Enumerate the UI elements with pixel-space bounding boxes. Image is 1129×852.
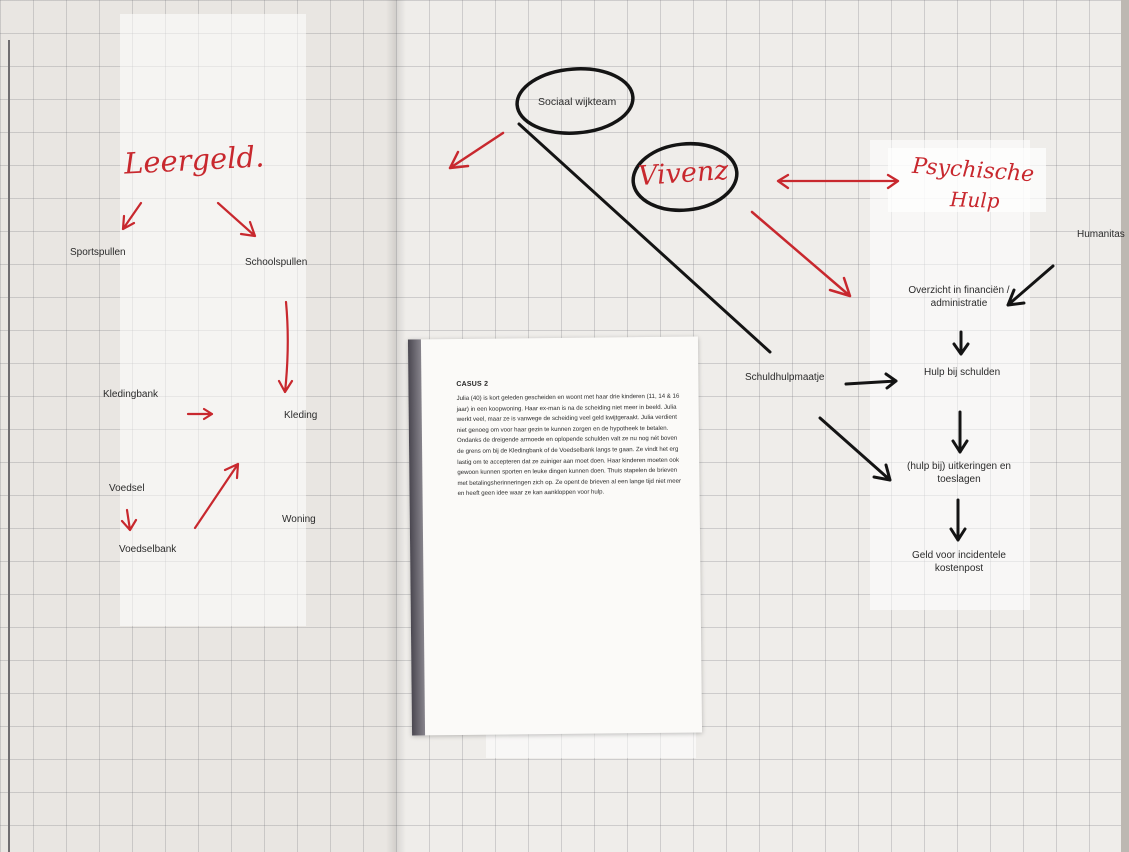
- voedsel-label: Voedsel: [109, 483, 145, 494]
- flow-overzicht-label: Overzicht in financiën / administratie: [908, 285, 1010, 309]
- arrow-schuldhulpmaatje-uitkeringen: [818, 416, 892, 482]
- schoolspullen-label: Schoolspullen: [245, 257, 308, 268]
- arrow-overzicht-hulp: [952, 330, 970, 356]
- humanitas-label: Humanitas: [1077, 229, 1125, 240]
- circle-sociaal-wijkteam: [515, 67, 635, 135]
- kleding-label: Kleding: [284, 410, 318, 421]
- circle-vivenz: [631, 141, 739, 213]
- sociaal-wijkteam-label: Sociaal wijkteam: [538, 96, 617, 108]
- casus-card: CASUS 2 Julia (40) is kort geleden gesch…: [407, 336, 703, 736]
- paper-edge: [8, 40, 10, 852]
- arrow-wijkteam-left: [448, 131, 505, 170]
- arrow-schuldhulpmaatje-hulp: [844, 372, 898, 390]
- arrow-leergeld-schoolspullen: [216, 201, 257, 238]
- arrow-humanitas-overzicht: [1006, 264, 1055, 307]
- voedselbank-label: Voedselbank: [119, 544, 177, 555]
- arrow-voedsel-voedselbank: [120, 508, 138, 532]
- arrow-leergeld-sportspullen: [121, 201, 143, 231]
- arrow-vivenz-overzicht: [750, 210, 852, 298]
- psychische-hulp-line2: Hulp: [949, 187, 1000, 213]
- casus-title: CASUS 2: [456, 380, 489, 389]
- paper-strip: [120, 14, 306, 626]
- paper-fold: [386, 0, 406, 852]
- flow-uitkeringen-label: (hulp bij) uitkeringen en toeslagen: [907, 461, 1011, 485]
- paper-strip: [870, 140, 1030, 610]
- woning-label: Woning: [282, 514, 316, 525]
- paper-strip: [888, 148, 1046, 212]
- vivenz-title: Vivenz: [637, 154, 730, 193]
- schuldhulpmaatje-label: Schuldhulpmaatje: [745, 372, 825, 383]
- arrow-schoolspullen-kleding: [277, 300, 294, 394]
- paper-edge-right: [1121, 0, 1129, 852]
- flow-hulp-schulden-label: Hulp bij schulden: [924, 367, 1001, 378]
- casus-text: Julia (40) is kort geleden gescheiden en…: [456, 392, 682, 498]
- arrow-vivenz-psychische-hulp: [776, 173, 900, 190]
- line-wijkteam-schuldhulpmaatje: [517, 122, 772, 354]
- arrow-uitkeringen-geld: [949, 498, 967, 542]
- flow-geld-label: Geld voor incidentele kostenpost: [912, 550, 1006, 574]
- arrow-voedselbank-kleding: [193, 462, 240, 530]
- kledingbank-label: Kledingbank: [103, 389, 159, 400]
- arrow-hulp-uitkeringen: [951, 410, 969, 454]
- sportspullen-label: Sportspullen: [70, 247, 126, 258]
- arrow-kledingbank-kleding: [186, 407, 214, 421]
